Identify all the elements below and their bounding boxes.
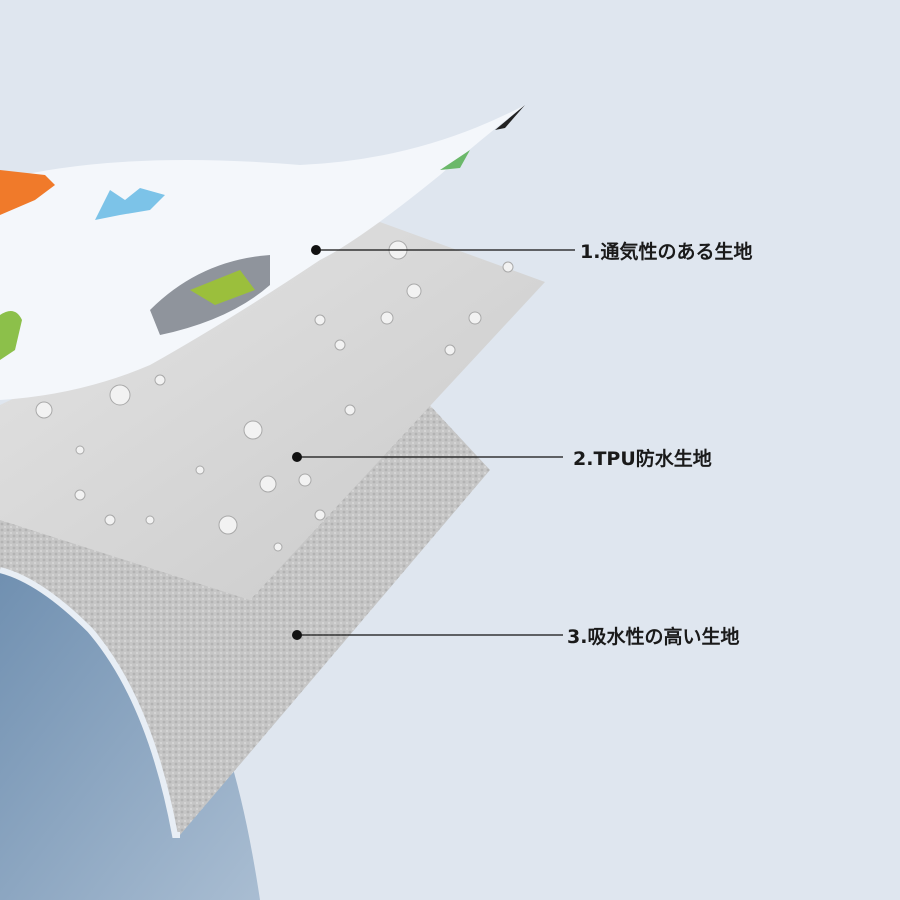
- callout-dot-1: [311, 245, 321, 255]
- dinosaur-print: [0, 105, 525, 360]
- printed-breathable-layer: [0, 105, 525, 400]
- layer-label-absorbent: 3.吸水性の高い生地: [567, 626, 740, 648]
- tpu-waterproof-layer: [0, 222, 545, 600]
- water-droplets: [35, 240, 514, 552]
- layer-label-tpu-waterproof: 2.TPU防水生地: [573, 448, 712, 470]
- callout-lines: [297, 249, 575, 636]
- layer-label-breathable: 1.通気性のある生地: [580, 241, 753, 263]
- callout-dot-3: [292, 630, 302, 640]
- callout-dot-2: [292, 452, 302, 462]
